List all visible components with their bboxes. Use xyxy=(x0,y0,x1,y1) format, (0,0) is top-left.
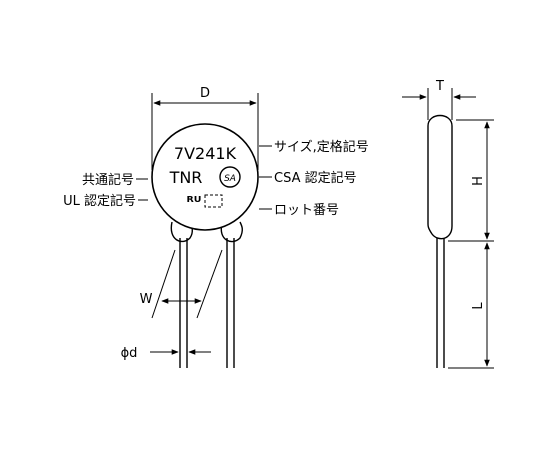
front-view xyxy=(151,123,259,368)
callout-common-mark: 共通記号 xyxy=(82,172,134,188)
callout-size-rating: サイズ,定格記号 xyxy=(274,139,369,155)
lead-spacing-label: W xyxy=(140,292,153,307)
height-label: H xyxy=(471,176,486,186)
callout-lot-number: ロット番号 xyxy=(274,203,339,218)
thickness-label: T xyxy=(435,79,444,94)
disc-body xyxy=(151,123,259,231)
svg-text:ᴿᵁ: ᴿᵁ xyxy=(187,193,202,211)
callout-ul-mark: UL 認定記号 xyxy=(63,193,136,209)
callout-leaders xyxy=(136,145,272,210)
height-length-dimension xyxy=(448,119,494,369)
left-lead xyxy=(179,238,188,368)
callout-csa-mark: CSA 認定記号 xyxy=(274,170,357,186)
lead-spacing-dimension xyxy=(151,249,223,319)
side-view xyxy=(427,114,453,368)
ul-logo-icon: ᴿᵁ xyxy=(187,193,202,211)
body-marking-line2: TNR xyxy=(169,168,203,187)
lead-length-label: L xyxy=(471,302,486,310)
diameter-dimension xyxy=(151,93,259,170)
lead-diameter-label: ϕd xyxy=(121,346,138,361)
thickness-dimension xyxy=(402,88,476,120)
lot-number-box xyxy=(204,194,223,208)
body-marking-line1: 7V241K xyxy=(174,144,237,163)
right-coating-drip xyxy=(220,221,243,243)
diameter-label: D xyxy=(200,86,210,101)
svg-text:SA: SA xyxy=(224,174,236,184)
right-lead xyxy=(226,238,235,368)
csa-logo-icon: SA xyxy=(219,166,241,188)
side-body xyxy=(427,114,453,240)
